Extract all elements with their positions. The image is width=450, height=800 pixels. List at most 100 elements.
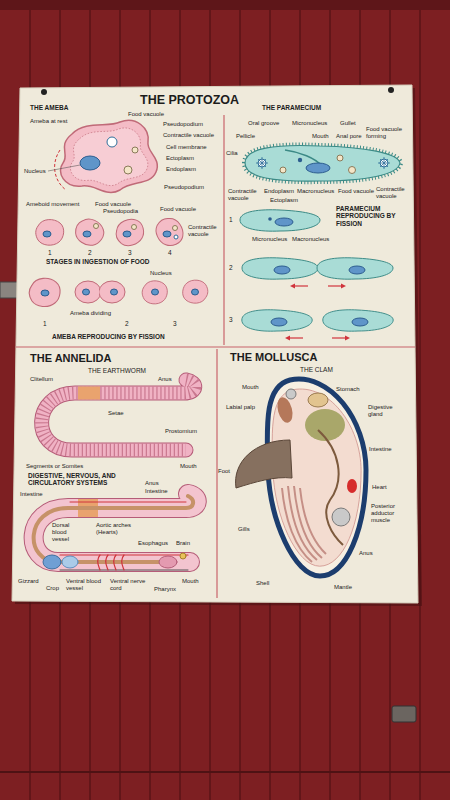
movement-arrow: [285, 284, 350, 341]
paramecium-fission: [271, 318, 287, 326]
paramecium: [306, 163, 330, 173]
panel-heading: THE MOLLUSCA: [230, 351, 317, 363]
section-caption: STAGES IN INGESTION OF FOOD: [46, 258, 150, 265]
ameba-fission: [99, 281, 125, 303]
part-label: Intestine: [20, 491, 43, 498]
part-label: Cell membrane: [166, 144, 207, 151]
paramecium: [337, 155, 343, 161]
poster-title: THE PROTOZOA: [140, 94, 239, 108]
paramecium-fission: [275, 218, 293, 226]
clam: [294, 486, 322, 558]
part-label: Contractile vacuole: [163, 132, 214, 139]
ameba-at-rest: [48, 165, 80, 171]
section-caption: PARAMECIUM REPRODUCING BY FISSION: [336, 205, 408, 227]
earthworm-systems: [34, 496, 193, 562]
part-label: Ectoplasm: [270, 197, 298, 204]
part-label: Endoplasm: [166, 166, 196, 173]
earthworm-systems: [98, 555, 124, 570]
part-label: Mantle: [334, 584, 352, 591]
earthworm: [78, 387, 100, 400]
earthworm: [42, 380, 195, 450]
clam: [236, 440, 292, 488]
door-plank: [419, 0, 421, 800]
part-label: Labial palp: [226, 404, 255, 411]
paramecium-fission: [274, 266, 290, 274]
ameba-fission: [152, 289, 159, 295]
paramecium-fission: [349, 266, 365, 274]
paramecium: [378, 157, 390, 169]
paramecium-fission: [317, 258, 393, 279]
ingestion-stages: [43, 231, 51, 237]
ingestion-stages: [132, 225, 137, 230]
earthworm: [42, 380, 195, 450]
clam: [300, 488, 326, 554]
pin: [388, 87, 394, 93]
paramecium: [245, 146, 400, 182]
movement-arrow: [294, 285, 308, 286]
ingestion-stages: [112, 216, 147, 250]
panel-subheading: THE EARTHWORM: [88, 367, 146, 374]
paramecium-fission: [242, 258, 318, 279]
clam: [275, 396, 295, 425]
part-label: Anus: [145, 480, 159, 487]
ameba-fission: [111, 289, 118, 295]
part-label: Gills: [238, 526, 250, 533]
latch: [392, 706, 416, 722]
paramecium: [256, 157, 268, 169]
ingestion-stages: [94, 224, 99, 229]
part-label: Oral groove: [248, 120, 279, 127]
part-label: Intestine: [369, 446, 392, 453]
ameba-at-rest: [70, 128, 147, 186]
movement-arrow: [341, 284, 346, 289]
panel-subheading: THE CLAM: [300, 366, 333, 373]
section-caption: AMEBA REPRODUCING BY FISSION: [52, 333, 165, 340]
panel-heading: THE AMEBA: [30, 104, 68, 111]
part-label: Posterior adductor muscle: [371, 503, 411, 524]
part-label: Pseudopodia: [103, 208, 138, 215]
part-label: Micronucleus: [252, 236, 287, 243]
part-label: Digestive gland: [368, 404, 408, 418]
part-label: Endoplasm: [264, 188, 294, 195]
clam: [282, 486, 326, 562]
callout-number: 4: [168, 249, 172, 256]
part-label: Contractile vacuole: [376, 186, 410, 200]
panel-divider: [16, 346, 415, 347]
callout-number: 2: [125, 320, 129, 327]
part-label: Ventral nerve cord: [110, 578, 150, 592]
part-label: Food vacuole: [338, 188, 374, 195]
pin: [41, 89, 47, 95]
part-label: Shell: [256, 580, 269, 587]
part-label: Ameboid movement: [26, 201, 79, 208]
movement-arrow: [345, 336, 350, 341]
ameba-fission: [41, 290, 49, 296]
part-label: Brain: [176, 540, 190, 547]
callout-number: 1: [48, 249, 52, 256]
callout-number: 1: [43, 320, 47, 327]
earthworm-systems: [34, 494, 197, 562]
panel-divider: [16, 115, 415, 598]
part-label: Ventral blood vessel: [66, 578, 106, 592]
movement-arrow: [289, 337, 303, 338]
part-label: Foot: [218, 468, 230, 475]
ameba-at-rest: [60, 120, 157, 192]
earthworm-systems: [34, 494, 197, 570]
ameba-at-rest: [124, 166, 132, 174]
paramecium-fission: [268, 217, 272, 221]
paramecium: [245, 146, 400, 182]
ameba-fission: [101, 283, 124, 302]
callout-number: 2: [88, 249, 92, 256]
paramecium-fission: [323, 310, 393, 331]
part-label: Intestine: [145, 488, 168, 495]
ameba-at-rest: [132, 147, 138, 153]
part-label: Ameba at rest: [30, 118, 67, 125]
part-label: Macronucleus: [297, 188, 334, 195]
paramecium-fission: [352, 318, 368, 326]
door-frame: [0, 0, 450, 10]
earthworm: [42, 380, 195, 450]
part-label: Anus: [158, 376, 172, 383]
ameba-fission: [183, 280, 208, 303]
movement-arrow: [285, 336, 290, 341]
clam: [308, 393, 328, 407]
part-label: Ameba dividing: [70, 310, 111, 317]
